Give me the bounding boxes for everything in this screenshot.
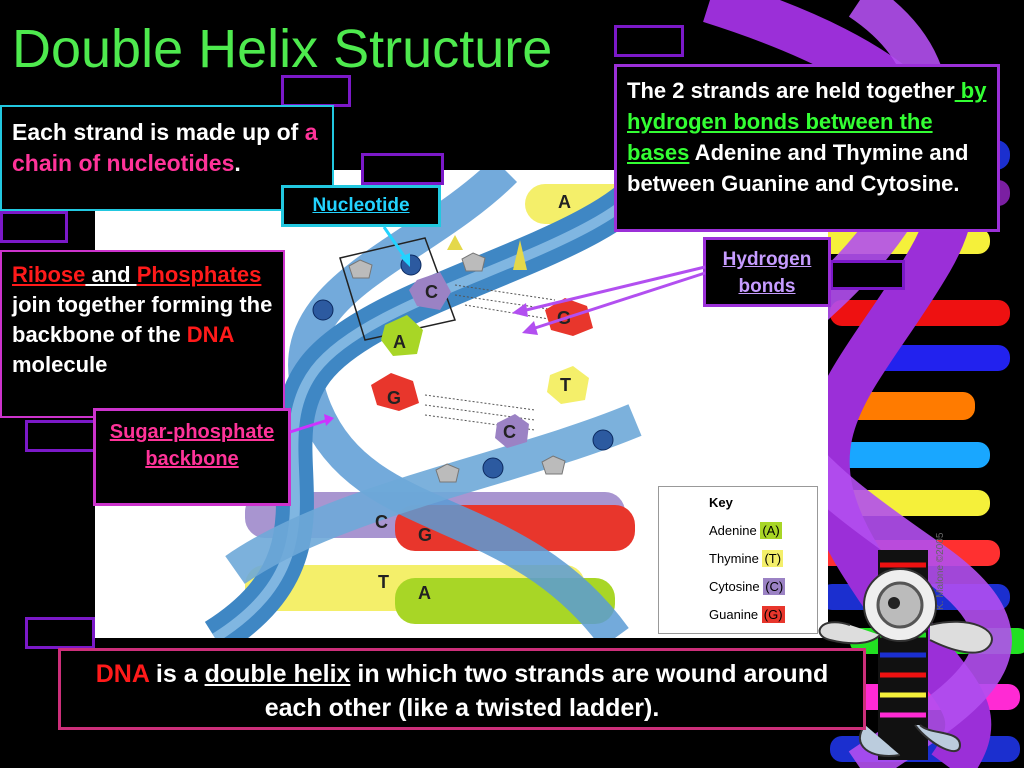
nucleotide-label: Nucleotide xyxy=(312,195,410,216)
backbone-description-box: Ribose and Phosphates join together form… xyxy=(0,250,285,418)
key-title: Key xyxy=(709,495,733,510)
base-letter-a-2: A xyxy=(418,583,431,603)
bonds-highlight: by hydrogen bonds between the bases xyxy=(627,78,987,165)
backbone-end: molecule xyxy=(12,352,108,377)
key-item-label: Cytosine xyxy=(709,579,764,594)
page-title: Double Helix Structure xyxy=(12,19,553,79)
key-item-swatch: (A) xyxy=(760,522,782,539)
hydrogen-bonds-arrows xyxy=(512,265,706,335)
backbone-dna: DNA xyxy=(186,322,234,347)
nucleotide-label-box: Nucleotide xyxy=(281,185,441,227)
key-item: Cytosine (C) xyxy=(709,578,786,595)
backbone-and: and xyxy=(85,262,137,287)
base-key: Key Adenine (A)Thymine (T)Cytosine (C)Gu… xyxy=(658,486,818,634)
base-letter-a-1: A xyxy=(393,332,406,352)
key-item: Guanine (G) xyxy=(709,606,785,623)
bonds-rest: Adenine and Thymine and between Guanine … xyxy=(627,140,969,196)
sugar-phosphate-arrow xyxy=(289,414,334,434)
base-letter-g-3: G xyxy=(418,525,433,545)
key-item-swatch: (G) xyxy=(761,606,785,623)
empty-label-box xyxy=(830,260,905,290)
key-item-label: Guanine xyxy=(709,607,762,622)
base-letter-t-2: T xyxy=(378,572,389,592)
empty-label-box xyxy=(361,153,444,185)
key-item-swatch: (T) xyxy=(762,550,784,567)
key-item-swatch: (C) xyxy=(763,578,786,595)
base-letter-c-2: C xyxy=(503,422,516,442)
sugar-phosphate-label-box: Sugar-phosphate backbone xyxy=(93,408,291,506)
empty-label-box xyxy=(614,25,684,57)
strand-highlight: a chain of nucleotides xyxy=(12,119,318,176)
empty-label-box xyxy=(25,420,97,452)
key-item-label: Thymine xyxy=(709,551,763,566)
empty-label-box xyxy=(0,211,68,243)
base-letter-t-1: T xyxy=(560,375,571,395)
hydrogen-bonds-label: Hydrogen bonds xyxy=(722,249,812,297)
hydrogen-bonds-label-box: Hydrogen bonds xyxy=(703,237,831,307)
empty-label-box xyxy=(281,75,351,107)
nucleotide-arrow xyxy=(382,226,410,267)
base-letter-c-1: C xyxy=(425,282,438,302)
phosphates-text: Phosphates xyxy=(136,262,262,287)
key-item-label: Adenine xyxy=(709,523,761,538)
bonds-text: The 2 strands are held together xyxy=(627,78,955,103)
key-item: Thymine (T) xyxy=(709,550,784,567)
base-cytosine-1 xyxy=(409,272,451,310)
empty-label-box xyxy=(25,617,95,649)
bonds-description-box: The 2 strands are held together by hydro… xyxy=(614,64,1000,232)
base-guanine-2 xyxy=(371,373,419,411)
strand-text: Each strand is made up of xyxy=(12,119,305,145)
base-adenine-1 xyxy=(381,315,423,356)
base-cytosine-2 xyxy=(495,414,529,448)
sugar-pentagon xyxy=(348,259,373,279)
ribbon-lower xyxy=(225,404,642,585)
base-letter-g-2: G xyxy=(387,388,402,408)
strand-description-box: Each strand is made up of a chain of nuc… xyxy=(0,105,334,211)
base-letter-c-3: C xyxy=(375,512,388,532)
base-thymine-1 xyxy=(547,366,589,404)
summary-text: is a xyxy=(148,660,205,688)
summary-box: DNA is a double helix in which two stran… xyxy=(58,648,866,730)
summary-double-helix: double helix xyxy=(204,660,351,688)
ribose-text: Ribose xyxy=(12,262,86,287)
summary-rest: in which two strands are wound around ea… xyxy=(264,660,829,722)
mascot-character xyxy=(818,550,993,760)
summary-dna: DNA xyxy=(95,660,149,688)
base-letter-a-top: A xyxy=(558,192,571,212)
backbone-rest: join together forming the backbone of th… xyxy=(12,292,273,347)
key-item: Adenine (A) xyxy=(709,522,782,539)
strand-end: . xyxy=(234,150,241,176)
sugar-phosphate-label: Sugar-phosphate backbone xyxy=(109,421,275,470)
